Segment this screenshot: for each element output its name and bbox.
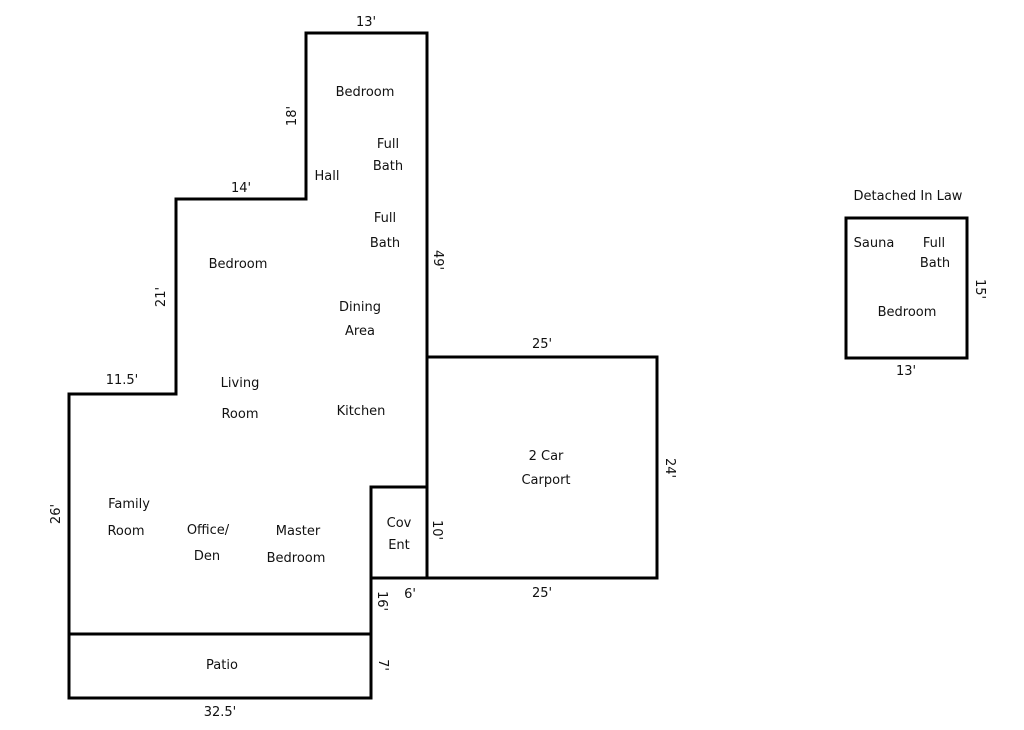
dim-carport-top: 25' bbox=[532, 337, 552, 352]
room-master: Bedroom bbox=[267, 551, 326, 566]
room-family: Family bbox=[108, 497, 150, 512]
dim-inlaw-15: 15' bbox=[972, 279, 987, 299]
room-living: Room bbox=[221, 407, 258, 422]
room-full-bath-2: Full bbox=[374, 211, 396, 226]
dim-top: 13' bbox=[356, 15, 376, 30]
room-patio: Patio bbox=[206, 658, 238, 673]
dim-11-5: 11.5' bbox=[106, 373, 139, 388]
dim-10: 10' bbox=[429, 520, 444, 540]
room-hall: Hall bbox=[315, 169, 340, 184]
room-living: Living bbox=[221, 376, 260, 391]
room-full-bath-1: Bath bbox=[373, 159, 403, 174]
room-inlaw-bedroom: Bedroom bbox=[878, 305, 937, 320]
dim-16: 16' bbox=[374, 591, 389, 611]
dim-7: 7' bbox=[375, 659, 390, 671]
room-kitchen: Kitchen bbox=[337, 404, 386, 419]
room-master: Master bbox=[276, 524, 321, 539]
dim-21: 21' bbox=[154, 287, 169, 307]
dim-14: 14' bbox=[231, 181, 251, 196]
room-full-bath-1: Full bbox=[377, 137, 399, 152]
dim-carport-bottom: 25' bbox=[532, 586, 552, 601]
room-family: Room bbox=[107, 524, 144, 539]
room-office: Den bbox=[194, 549, 220, 564]
dim-6: 6' bbox=[404, 587, 416, 602]
room-cov-ent: Ent bbox=[388, 538, 410, 553]
room-full-bath-2: Bath bbox=[370, 236, 400, 251]
cov-ent-wall bbox=[371, 487, 429, 580]
dim-inlaw-13: 13' bbox=[896, 364, 916, 379]
room-dining: Dining bbox=[339, 300, 381, 315]
inlaw-title: Detached In Law bbox=[854, 189, 963, 204]
room-inlaw-bath: Full bbox=[923, 236, 945, 251]
dim-18: 18' bbox=[285, 106, 300, 126]
carport-outline bbox=[425, 355, 659, 580]
room-cov-ent: Cov bbox=[387, 516, 412, 531]
room-bedroom-top: Bedroom bbox=[336, 85, 395, 100]
room-carport: 2 Car bbox=[529, 449, 564, 464]
dim-26: 26' bbox=[49, 504, 64, 524]
room-office: Office/ bbox=[187, 523, 230, 538]
room-sauna: Sauna bbox=[854, 236, 895, 251]
room-dining: Area bbox=[345, 324, 375, 339]
room-carport: Carport bbox=[521, 473, 570, 488]
dim-49: 49' bbox=[430, 250, 445, 270]
dim-24: 24' bbox=[662, 458, 677, 478]
inlaw-outline bbox=[844, 216, 969, 360]
dim-bottom: 32.5' bbox=[204, 705, 237, 720]
room-bedroom-left: Bedroom bbox=[209, 257, 268, 272]
room-inlaw-bath: Bath bbox=[920, 256, 950, 271]
main-house-outline bbox=[67, 31, 429, 700]
